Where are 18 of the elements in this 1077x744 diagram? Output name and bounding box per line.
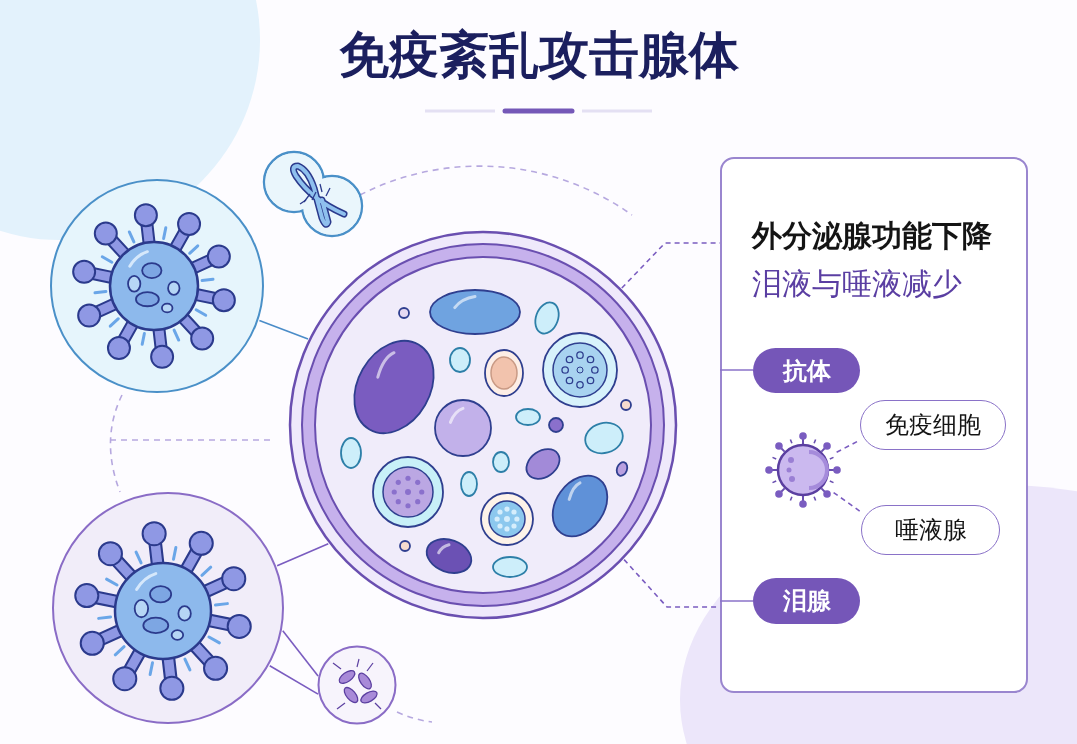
- connector-line: [276, 542, 330, 567]
- bacteria-circle-drawing: [317, 645, 397, 725]
- dashed-connector: [832, 491, 862, 513]
- immune-cell-icon: [765, 432, 841, 508]
- connector-line: [258, 319, 309, 340]
- tag-label: 泪腺: [753, 578, 860, 624]
- tag-label: 抗体: [753, 348, 860, 393]
- virus-circle-drawing: [51, 491, 285, 725]
- outlined-label: 唾液腺: [861, 505, 1000, 555]
- virus-circle-drawing: [49, 178, 265, 394]
- gland-cross-section-drawing: [288, 230, 678, 620]
- title: 免疫紊乱攻击腺体: [338, 26, 739, 84]
- outlined-label: 免疫细胞: [860, 400, 1006, 450]
- info-panel: [720, 157, 1028, 693]
- panel-subheading: 泪液与唾液减少: [752, 265, 962, 303]
- panel-heading: 外分泌腺功能下降: [752, 217, 992, 255]
- connector-line: [281, 629, 319, 677]
- connector-line: [268, 665, 319, 695]
